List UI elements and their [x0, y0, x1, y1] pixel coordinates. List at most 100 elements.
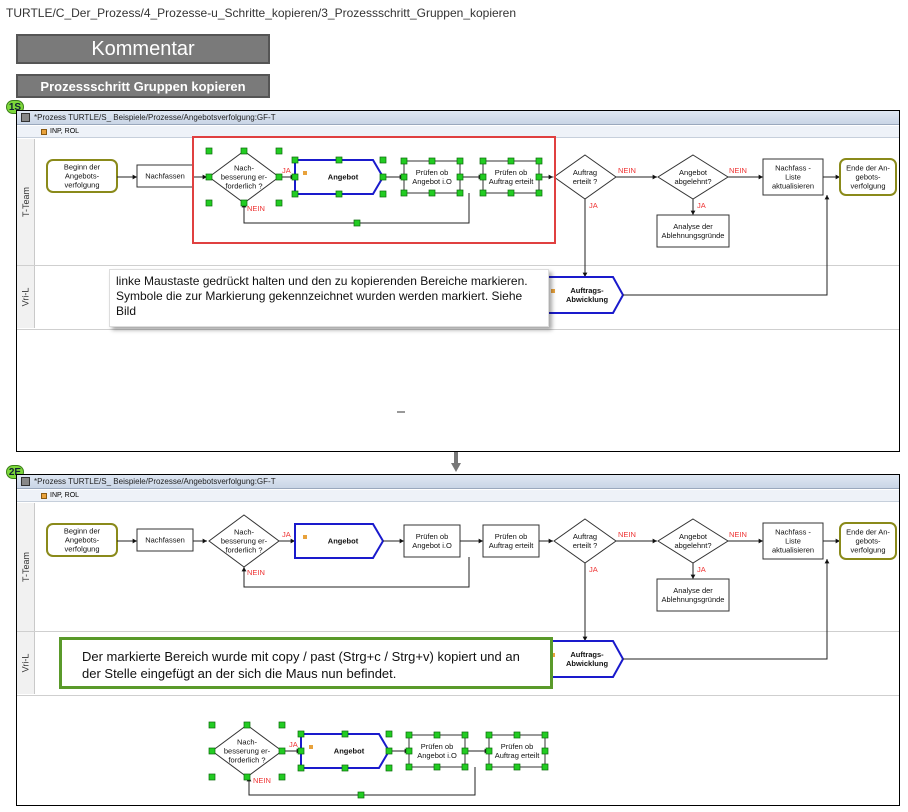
- end-node-label[interactable]: Ende der An-: [846, 528, 890, 537]
- nachfass-liste-box-label[interactable]: aktualisieren: [772, 182, 814, 191]
- selection-handle: [291, 156, 299, 164]
- auftrag-erteilt-diamond-label[interactable]: erteilt ?: [573, 177, 598, 186]
- angebot-box-label[interactable]: Angebot: [328, 537, 359, 546]
- nachbesserung-diamond-label[interactable]: besserung er-: [221, 173, 268, 182]
- nachbesserung-diamond-label[interactable]: Nach-: [234, 164, 255, 173]
- angebot-box-label[interactable]: Angebot: [328, 173, 359, 182]
- nachfassen-box-label[interactable]: Nachfassen: [145, 536, 185, 545]
- copied-angebot-box-label[interactable]: Angebot: [334, 747, 365, 756]
- pruefen-io-box-label[interactable]: Angebot i.O: [412, 177, 452, 186]
- abwicklung-box-marker[interactable]: [551, 653, 555, 657]
- pruefen-io-box-label[interactable]: Angebot i.O: [412, 541, 452, 550]
- angebot-abgelehnt-diamond-label[interactable]: Angebot: [679, 532, 708, 541]
- arrowhead: [202, 174, 207, 180]
- copied-angebot-box-marker[interactable]: [309, 745, 313, 749]
- analyse-box-label[interactable]: Ablehnungsgründe: [662, 595, 725, 604]
- copied-angebot-box[interactable]: [300, 733, 391, 769]
- end-node-label[interactable]: gebots-: [855, 537, 881, 546]
- auftrag-erteilt-diamond-label[interactable]: Auftrag: [573, 168, 597, 177]
- group-copy-button[interactable]: Prozessschritt Gruppen kopieren: [16, 74, 270, 98]
- end-node[interactable]: [839, 158, 897, 196]
- start-node-label[interactable]: Angebots-: [65, 536, 100, 545]
- window-toolbar[interactable]: INP, ROL: [17, 490, 899, 502]
- nein-label: NEIN: [618, 166, 636, 175]
- pruefen-erteilt-box[interactable]: [482, 524, 540, 558]
- nachfass-liste-box[interactable]: [762, 158, 824, 196]
- selection-handle: [541, 747, 549, 755]
- abwicklung-box-marker[interactable]: [551, 289, 555, 293]
- auftrag-erteilt-diamond-label[interactable]: erteilt ?: [573, 541, 598, 550]
- analyse-box[interactable]: [656, 214, 730, 248]
- analyse-box-label[interactable]: Analyse der: [673, 222, 713, 231]
- arrowhead: [758, 174, 763, 180]
- nachbesserung-diamond-label[interactable]: besserung er-: [221, 537, 268, 546]
- end-node[interactable]: [839, 522, 897, 560]
- copied-nachbesserung-diamond-label[interactable]: Nach-: [237, 738, 258, 747]
- end-node-label[interactable]: Ende der An-: [846, 164, 890, 173]
- angebot-box[interactable]: [294, 159, 385, 195]
- abwicklung-box-label[interactable]: Abwicklung: [566, 295, 609, 304]
- pruefen-io-box-label[interactable]: Prüfen ob: [416, 168, 449, 177]
- copied-pruefen-io-box-label[interactable]: Angebot i.O: [417, 751, 457, 760]
- arrowhead: [548, 538, 553, 544]
- abwicklung-box-label[interactable]: Auftrags-: [570, 286, 604, 295]
- copied-pruefen-erteilt-box-label[interactable]: Prüfen ob: [501, 742, 534, 751]
- nachfassen-box[interactable]: [136, 528, 194, 552]
- end-node-label[interactable]: gebots-: [855, 173, 881, 182]
- nachbesserung-diamond-label[interactable]: forderlich ?: [225, 546, 262, 555]
- angebot-box-marker[interactable]: [303, 535, 307, 539]
- analyse-box-label[interactable]: Ablehnungsgründe: [662, 231, 725, 240]
- arrowhead: [690, 574, 696, 579]
- lane-divider: [17, 695, 899, 696]
- nachfass-liste-box[interactable]: [762, 522, 824, 560]
- nachfass-liste-box-label[interactable]: Liste: [785, 537, 801, 546]
- copied-pruefen-erteilt-box-label[interactable]: Auftrag erteilt: [495, 751, 541, 760]
- start-node[interactable]: [46, 159, 118, 193]
- angebot-abgelehnt-diamond-label[interactable]: abgelehnt?: [674, 541, 711, 550]
- end-node-label[interactable]: verfolgung: [850, 546, 885, 555]
- pruefen-erteilt-box-label[interactable]: Auftrag erteilt: [489, 541, 535, 550]
- start-node-label[interactable]: Beginn der: [64, 163, 101, 172]
- selection-handle: [400, 173, 408, 181]
- copied-pruefen-io-box[interactable]: [408, 734, 466, 768]
- start-node-label[interactable]: verfolgung: [64, 545, 99, 554]
- copied-nachbesserung-diamond-label[interactable]: forderlich ?: [228, 756, 265, 765]
- nachfass-liste-box-label[interactable]: Nachfass -: [775, 528, 811, 537]
- pruefen-erteilt-box-label[interactable]: Prüfen ob: [495, 168, 528, 177]
- pruefen-io-box-label[interactable]: Prüfen ob: [416, 532, 449, 541]
- window-titlebar: *Prozess TURTLE/S_ Beispiele/Prozesse/An…: [17, 111, 899, 125]
- nein-label: NEIN: [247, 568, 265, 577]
- angebot-abgelehnt-diamond-label[interactable]: abgelehnt?: [674, 177, 711, 186]
- nachfassen-box-label[interactable]: Nachfassen: [145, 172, 185, 181]
- angebot-abgelehnt-diamond-label[interactable]: Angebot: [679, 168, 708, 177]
- selection-handle: [385, 764, 393, 772]
- nachbesserung-diamond-label[interactable]: forderlich ?: [225, 182, 262, 191]
- nachfass-liste-box-label[interactable]: Liste: [785, 173, 801, 182]
- nachfass-liste-box-label[interactable]: Nachfass -: [775, 164, 811, 173]
- angebot-box-marker[interactable]: [303, 171, 307, 175]
- pruefen-erteilt-box-label[interactable]: Auftrag erteilt: [489, 177, 535, 186]
- abwicklung-box-label[interactable]: Auftrags-: [570, 650, 604, 659]
- start-node-label[interactable]: Beginn der: [64, 527, 101, 536]
- start-node[interactable]: [46, 523, 118, 557]
- process-diagram-2[interactable]: Beginn derAngebots-verfolgungNachfassenN…: [17, 475, 900, 806]
- end-node-label[interactable]: verfolgung: [850, 182, 885, 191]
- copied-pruefen-io-box-label[interactable]: Prüfen ob: [421, 742, 454, 751]
- auftrag-erteilt-diamond-label[interactable]: Auftrag: [573, 532, 597, 541]
- nachfass-liste-box-label[interactable]: aktualisieren: [772, 546, 814, 555]
- copied-nachbesserung-diamond-label[interactable]: besserung er-: [224, 747, 271, 756]
- abwicklung-box-label[interactable]: Abwicklung: [566, 659, 609, 668]
- pruefen-erteilt-box-label[interactable]: Prüfen ob: [495, 532, 528, 541]
- kommentar-button[interactable]: Kommentar: [16, 34, 270, 64]
- start-node-label[interactable]: Angebots-: [65, 172, 100, 181]
- analyse-box[interactable]: [656, 578, 730, 612]
- window-icon: [21, 477, 30, 486]
- nachbesserung-diamond-label[interactable]: Nach-: [234, 528, 255, 537]
- analyse-box-label[interactable]: Analyse der: [673, 586, 713, 595]
- pruefen-io-box[interactable]: [403, 160, 461, 194]
- pruefen-io-box[interactable]: [403, 524, 461, 558]
- start-node-label[interactable]: verfolgung: [64, 181, 99, 190]
- angebot-box[interactable]: [294, 523, 385, 559]
- arrowhead: [835, 174, 840, 180]
